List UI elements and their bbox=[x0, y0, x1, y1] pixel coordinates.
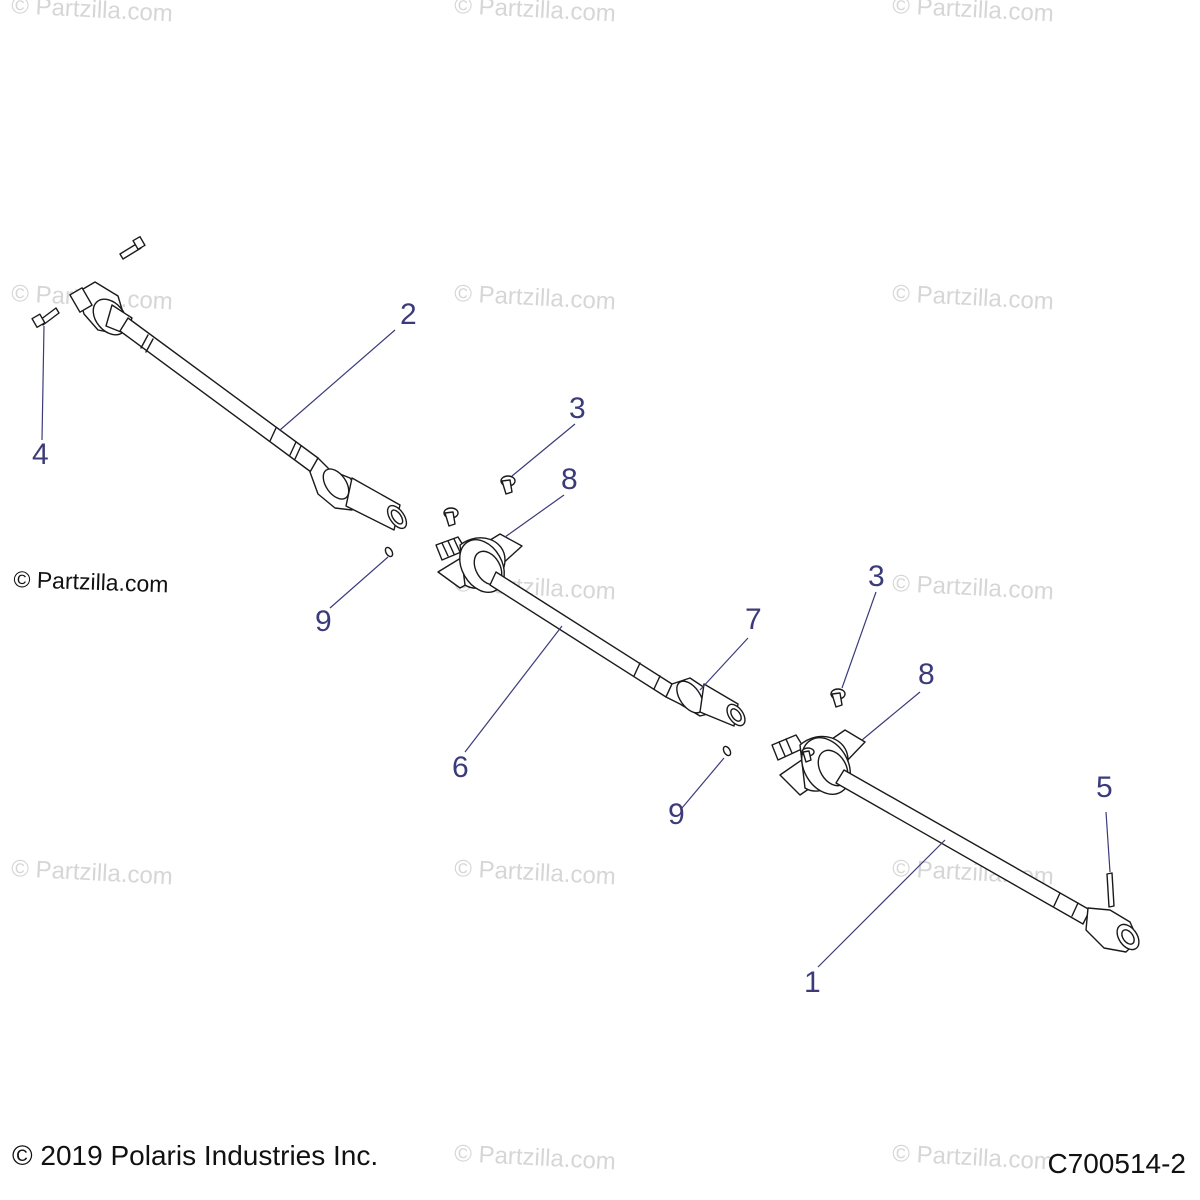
partzilla-credit: © Partzilla.com bbox=[13, 566, 169, 598]
callout-3: 3 bbox=[569, 392, 586, 425]
callout-7: 7 bbox=[745, 603, 762, 636]
flange-bolt-part-3 bbox=[801, 688, 846, 763]
leader-line-4 bbox=[41, 325, 45, 441]
callout-1: 1 bbox=[804, 966, 821, 999]
bolt-part-4 bbox=[31, 235, 146, 329]
callout-6: 6 bbox=[452, 751, 469, 784]
clip-part-9 bbox=[384, 546, 394, 558]
leader-line-3a bbox=[511, 423, 576, 477]
callout-9: 9 bbox=[315, 605, 332, 638]
roll-pin-part-5 bbox=[1106, 872, 1115, 908]
leader-line-9a bbox=[329, 556, 389, 609]
leader-line-7 bbox=[699, 637, 749, 691]
leader-line-8b bbox=[861, 691, 921, 741]
leader-line-1 bbox=[817, 839, 946, 968]
callout-5: 5 bbox=[1096, 771, 1113, 804]
clip-part-9 bbox=[722, 745, 732, 757]
copyright-notice: © 2019 Polaris Industries Inc. bbox=[12, 1140, 379, 1171]
rear-prop-shaft-part-1 bbox=[771, 729, 1140, 953]
callout-9: 9 bbox=[668, 798, 685, 831]
flange-bolt-part-3 bbox=[443, 475, 516, 527]
leader-line-6 bbox=[464, 625, 563, 753]
leader-line-8a bbox=[504, 494, 565, 538]
front-prop-shaft-part-2 bbox=[69, 281, 408, 531]
callout-3: 3 bbox=[868, 560, 885, 593]
callout-8: 8 bbox=[918, 658, 935, 691]
callout-2: 2 bbox=[400, 298, 417, 331]
callout-4: 4 bbox=[32, 438, 49, 471]
leader-line-3b bbox=[841, 591, 877, 689]
figure-code: C700514-2 bbox=[1047, 1148, 1186, 1179]
leader-line-9b bbox=[681, 757, 725, 809]
leader-line-2 bbox=[279, 329, 396, 431]
leader-line-5 bbox=[1105, 811, 1111, 873]
callout-8: 8 bbox=[561, 463, 578, 496]
center-prop-shaft-part-6 bbox=[435, 533, 746, 727]
